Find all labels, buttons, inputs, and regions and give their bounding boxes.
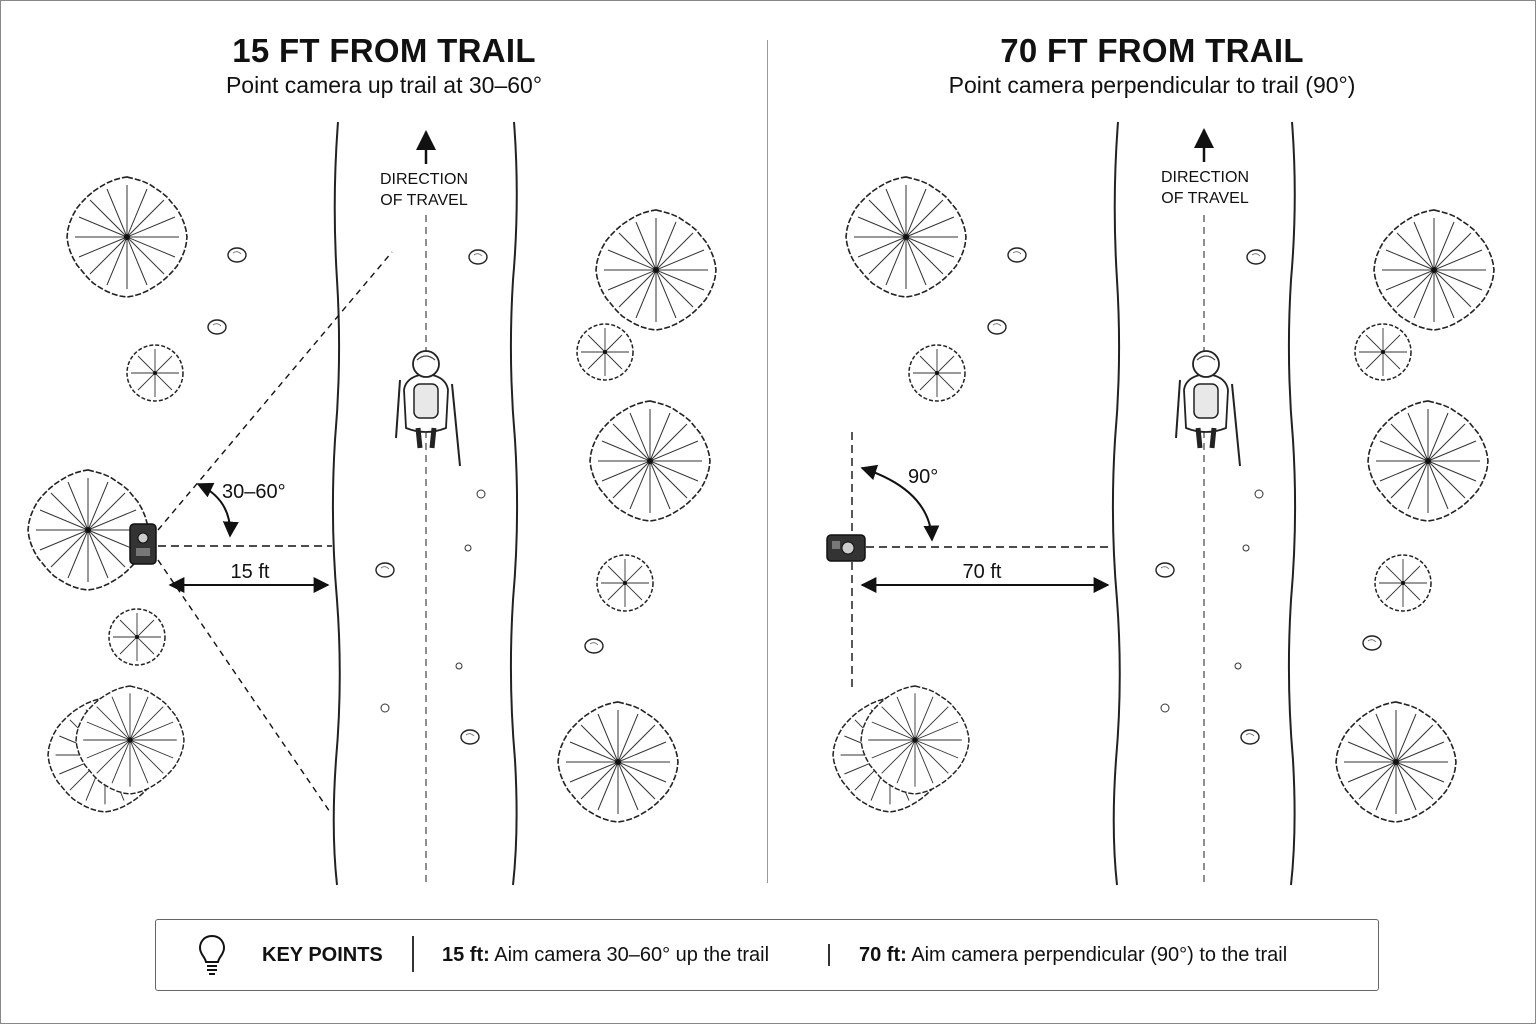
left-fov-line-lower xyxy=(157,559,331,813)
tree-icon xyxy=(589,400,711,522)
right-trail-camera-icon xyxy=(826,534,866,562)
lightbulb-icon xyxy=(198,934,226,975)
left-trail-edge-left xyxy=(331,121,341,886)
trail-rock-icon xyxy=(460,729,480,745)
key-points-box: KEY POINTS 15 ft: Aim camera 30–60° up t… xyxy=(155,919,1379,991)
key-point-text: Aim camera perpendicular (90°) to the tr… xyxy=(911,944,1288,966)
key-point-text: Aim camera 30–60° up the trail xyxy=(494,944,770,966)
key-point-label: 15 ft: xyxy=(442,944,490,966)
left-panel-subtitle: Point camera up trail at 30–60° xyxy=(225,72,543,98)
key-points-title: KEY POINTS xyxy=(262,944,383,966)
key-separator xyxy=(412,936,414,972)
rock-icon xyxy=(227,247,247,263)
trail-rock-icon xyxy=(468,249,488,265)
panel-divider xyxy=(767,40,768,883)
rock-icon xyxy=(1007,247,1027,263)
left-panel-drawing: DIRECTION OF TRAVEL xyxy=(27,121,717,886)
right-panel-subtitle: Point camera perpendicular to trail (90°… xyxy=(948,72,1356,98)
tree-icon xyxy=(595,209,717,331)
left-angle-arc xyxy=(196,482,239,538)
left-direction-label-2: OF TRAVEL xyxy=(380,192,468,209)
right-hiker-icon xyxy=(1176,351,1240,466)
right-panel-drawing: DIRECTION OF TRAVEL xyxy=(826,121,1495,886)
right-direction-label-2: OF TRAVEL xyxy=(1161,190,1249,207)
rock-icon xyxy=(987,319,1007,335)
tree-icon xyxy=(66,176,188,298)
left-hiker-icon xyxy=(396,351,460,466)
right-trail-edge-right xyxy=(1287,121,1297,886)
trail-rock-icon xyxy=(1240,729,1260,745)
bush-icon xyxy=(1354,323,1412,381)
trail-rock-icon xyxy=(1155,562,1175,578)
left-direction-label-1: DIRECTION xyxy=(380,171,468,188)
left-trail-camera-icon xyxy=(129,523,157,565)
tree-icon xyxy=(1367,400,1489,522)
key-separator xyxy=(828,944,830,966)
left-trail-edge-right xyxy=(509,121,519,886)
bush-icon xyxy=(1374,554,1432,612)
key-point-item-15ft: 15 ft: Aim camera 30–60° up the trail xyxy=(442,944,769,967)
left-panel-title: 15 FT FROM TRAIL xyxy=(232,32,536,69)
right-trail-edge-left xyxy=(1111,121,1121,886)
left-angle-label: 30–60° xyxy=(222,481,286,503)
tree-icon xyxy=(845,176,967,298)
bush-icon xyxy=(908,344,966,402)
tree-icon xyxy=(1373,209,1495,331)
bush-icon xyxy=(108,608,166,666)
rock-icon xyxy=(584,638,604,654)
right-angle-label: 90° xyxy=(908,466,938,488)
bush-icon xyxy=(596,554,654,612)
right-distance-label: 70 ft xyxy=(963,561,1002,583)
rock-icon xyxy=(207,319,227,335)
tree-icon xyxy=(1335,701,1457,823)
bush-icon xyxy=(576,323,634,381)
rock-icon xyxy=(1362,635,1382,651)
trail-rock-icon xyxy=(375,562,395,578)
key-point-item-70ft: 70 ft: Aim camera perpendicular (90°) to… xyxy=(859,944,1287,967)
trail-rock-icon xyxy=(1246,249,1266,265)
bush-icon xyxy=(126,344,184,402)
right-panel-title: 70 FT FROM TRAIL xyxy=(1000,32,1304,69)
tree-icon xyxy=(557,701,679,823)
left-distance-label: 15 ft xyxy=(231,561,270,583)
right-angle-arc xyxy=(860,464,940,542)
key-point-label: 70 ft: xyxy=(859,944,907,966)
right-direction-label-1: DIRECTION xyxy=(1161,169,1249,186)
